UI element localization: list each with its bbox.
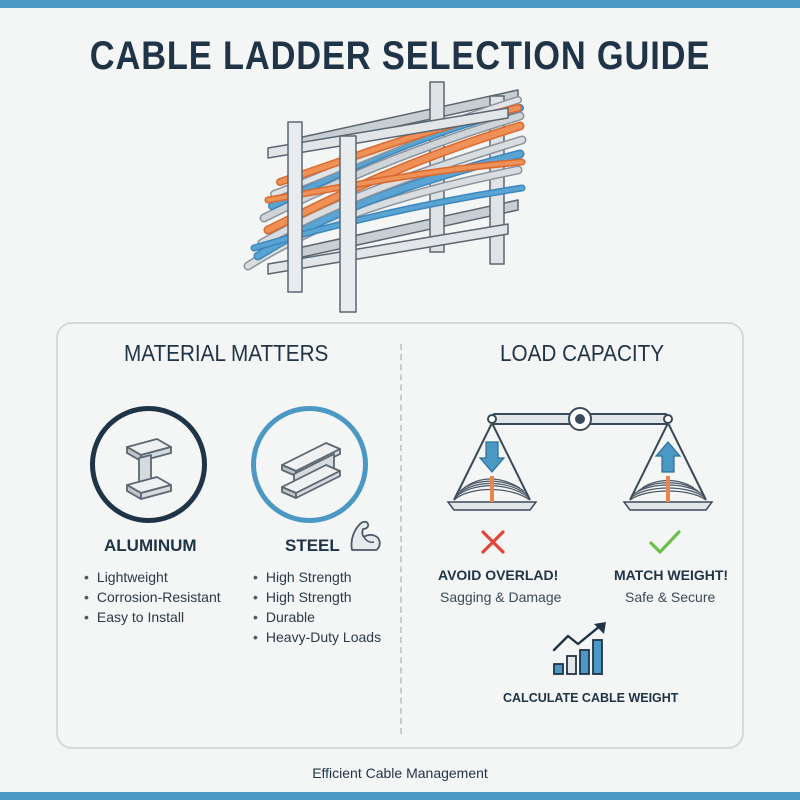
rising-bar-chart-icon [552, 622, 606, 675]
balance-scale-illustration [446, 407, 714, 511]
material-heading: MATERIAL MATTERS [124, 340, 329, 366]
aluminum-bullets: Lightweight Corrosion-Resistant Easy to … [84, 567, 221, 627]
flexed-arm-icon [350, 520, 381, 551]
panel-divider [400, 344, 402, 734]
cable-ladder-illustration [243, 81, 527, 313]
list-item: Heavy-Duty Loads [253, 627, 381, 647]
red-x-icon [481, 530, 505, 554]
load-heading: LOAD CAPACITY [500, 340, 665, 366]
green-check-icon [649, 530, 681, 554]
match-weight-title: MATCH WEIGHT! [614, 567, 729, 583]
steel-icon-ring [251, 406, 368, 523]
aluminum-label: ALUMINUM [104, 536, 197, 555]
avoid-overload-title: AVOID OVERLAD! [438, 567, 559, 583]
top-accent-bar [0, 0, 800, 8]
aluminum-icon-ring [90, 406, 207, 523]
list-item: Lightweight [84, 567, 221, 587]
page-title: CABLE LADDER SELECTION GUIDE [89, 34, 711, 78]
match-weight-sub: Safe & Secure [625, 589, 716, 605]
footer-text: Efficient Cable Management [312, 765, 488, 781]
steel-bullets: High Strength High Strength Durable Heav… [253, 567, 381, 647]
list-item: Easy to Install [84, 607, 221, 627]
list-item: Corrosion-Resistant [84, 587, 221, 607]
bottom-accent-bar [0, 792, 800, 800]
list-item: High Strength [253, 567, 381, 587]
steel-label: STEEL [285, 536, 340, 555]
calculate-weight-label: CALCULATE CABLE WEIGHT [503, 691, 679, 705]
i-beam-icon [126, 438, 172, 500]
list-item: High Strength [253, 587, 381, 607]
avoid-overload-sub: Sagging & Damage [440, 589, 562, 605]
list-item: Durable [253, 607, 381, 627]
i-beam-icon [281, 442, 341, 499]
